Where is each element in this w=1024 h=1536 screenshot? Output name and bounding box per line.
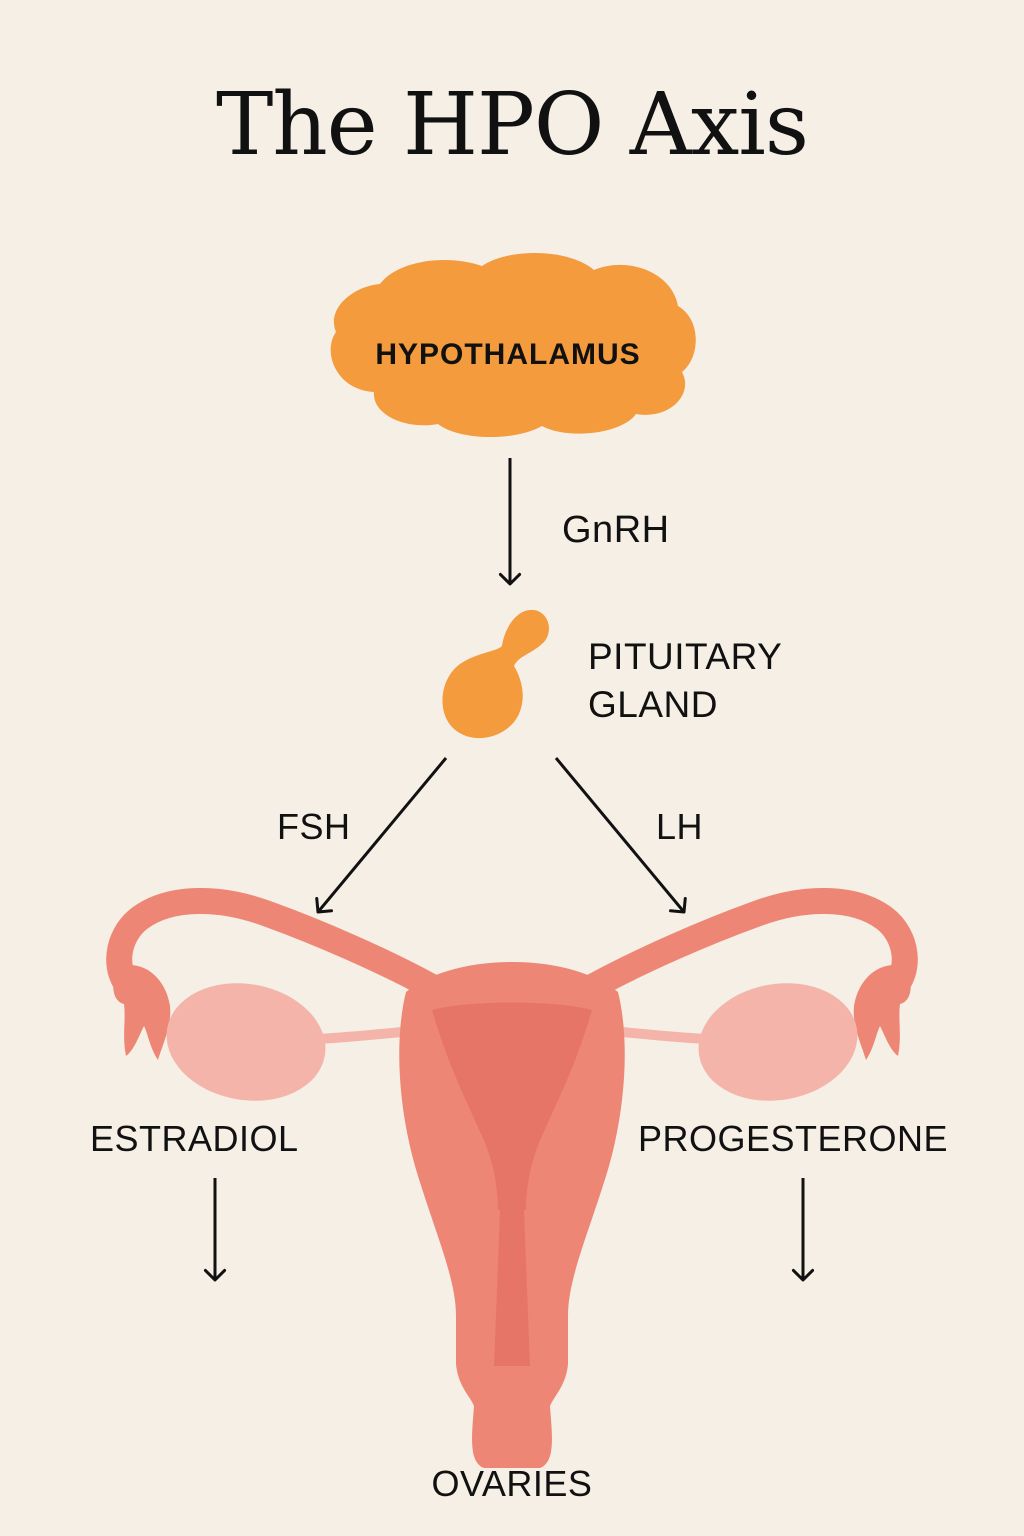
fsh-label: FSH	[277, 806, 351, 848]
pituitary-label-line-1: PITUITARY	[588, 638, 782, 675]
pituitary-gland-shape	[442, 610, 548, 738]
right-ovary	[689, 971, 867, 1113]
uterus-illustration	[113, 901, 910, 1468]
ovaries-label: OVARIES	[0, 1463, 1024, 1505]
gnrh-label: GnRH	[562, 509, 670, 552]
left-ovary	[157, 971, 335, 1113]
progesterone-label: PROGESTERONE	[638, 1118, 948, 1160]
estradiol-label: ESTRADIOL	[90, 1118, 299, 1160]
lh-label: LH	[656, 806, 703, 848]
pituitary-label-line-2: GLAND	[588, 686, 718, 723]
cervical-canal	[494, 1210, 530, 1366]
hypothalamus-label: HYPOTHALAMUS	[330, 338, 686, 372]
